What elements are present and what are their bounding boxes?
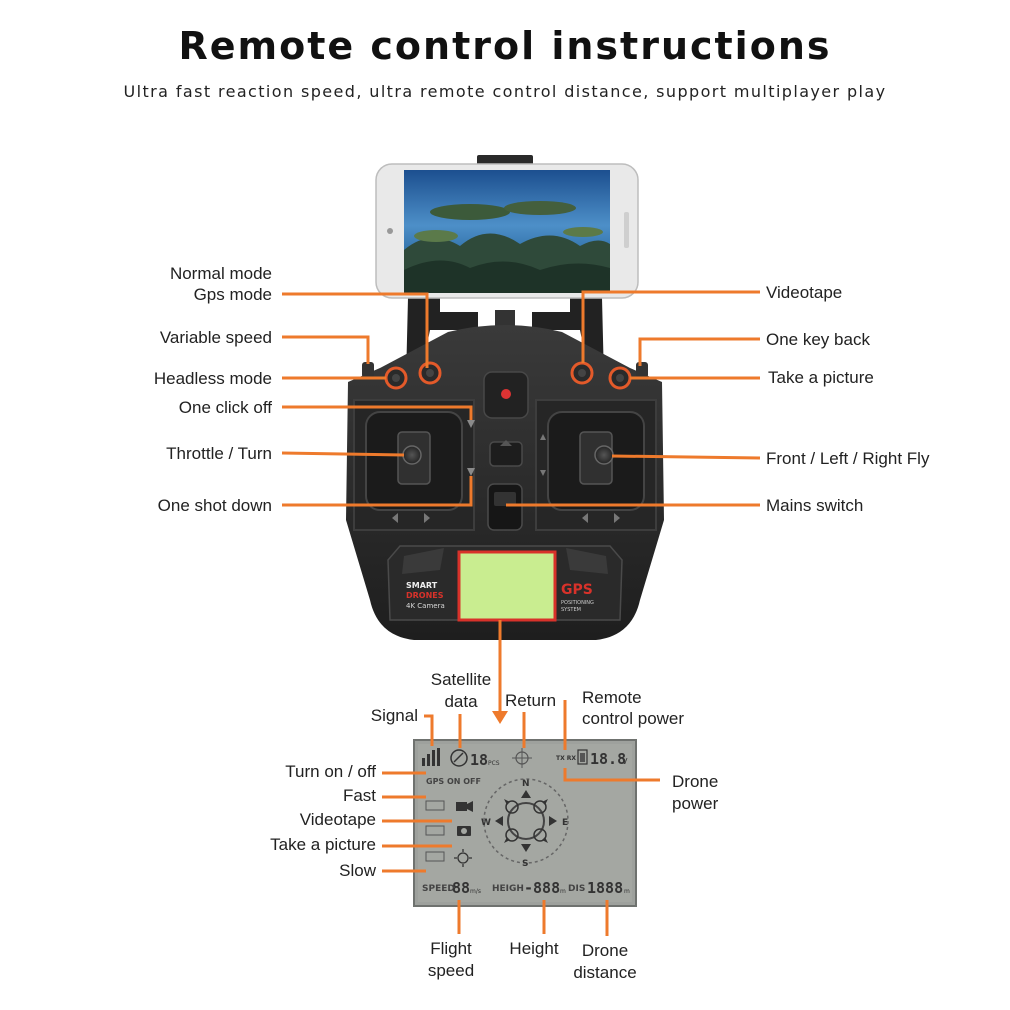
label-satellite-data-line2: data [444, 692, 478, 711]
label-lcd-videotape: Videotape [299, 810, 376, 829]
compass-west: W [481, 818, 491, 828]
label-drone-power-line1: Drone [672, 772, 719, 791]
label-satellite-data-line1: Satellite [430, 670, 492, 689]
label-height: Height [509, 939, 559, 958]
lcd-tx-rx: TX RX [556, 755, 576, 762]
brand-line-2: DRONES [406, 591, 444, 600]
page-subtitle: Ultra fast reaction speed, ultra remote … [123, 82, 887, 101]
label-slow: Slow [339, 861, 376, 880]
lcd-speed-label: SPEED [422, 884, 455, 894]
label-mains-switch: Mains switch [766, 496, 864, 515]
lcd-satellite-unit: PCS [488, 760, 500, 767]
smartphone [375, 163, 639, 299]
label-one-key-back: One key back [766, 330, 870, 349]
label-lcd-take-a-picture: Take a picture [270, 835, 376, 854]
gps-badge: GPS [561, 582, 593, 598]
label-variable-speed: Variable speed [159, 328, 272, 347]
label-take-a-picture: Take a picture [768, 368, 874, 387]
label-drone-distance-line1: Drone [581, 941, 629, 960]
label-flight-speed-line1: Flight [430, 939, 472, 958]
lcd-height-unit: m [560, 888, 566, 895]
label-remote-control-power-line1: Remote [582, 688, 642, 707]
gps-sub-1: POSITIONING [561, 600, 594, 606]
gps-sub-2: SYSTEM [561, 607, 581, 613]
lcd-dis-value: 1888 [587, 879, 623, 897]
lcd-gps-on-off: GPS ON OFF [426, 777, 481, 786]
lcd-voltage: 18.8 [590, 750, 626, 768]
label-flight-speed-line2: speed [427, 961, 475, 980]
lcd-voltage-unit: V [622, 757, 628, 766]
lcd-dis-label: DIS [568, 884, 585, 894]
compass-east: E [562, 818, 568, 828]
brand-line-3: 4K Camera [406, 602, 445, 610]
brand-line-1: SMART [406, 581, 438, 590]
lcd-panel [413, 739, 637, 907]
label-drone-power-line2: power [672, 794, 719, 813]
compass-south: S [522, 859, 528, 869]
label-signal: Signal [370, 706, 418, 725]
compass-north: N [522, 779, 530, 789]
lcd-height-value: -888 [524, 879, 560, 897]
label-remote-control-power-line2: control power [582, 709, 685, 728]
lcd-height-label: HEIGH [492, 884, 524, 894]
label-gps-mode: Gps mode [193, 285, 272, 304]
label-normal-mode: Normal mode [169, 264, 272, 283]
lcd-pointer-arrow [492, 620, 508, 724]
lcd-leader-lines [382, 700, 660, 936]
lcd-dis-unit: m [624, 888, 630, 895]
lcd-speed-value: 88 [452, 879, 470, 897]
label-front-left-right-fly: Front / Left / Right Fly [766, 449, 930, 468]
label-videotape: Videotape [766, 283, 843, 302]
label-turn-on-off: Turn on / off [285, 762, 376, 781]
label-headless-mode: Headless mode [153, 369, 272, 388]
controller-leader-lines [281, 290, 761, 507]
label-drone-distance-line2: distance [573, 963, 637, 982]
label-fast: Fast [342, 786, 376, 805]
remote-controller [346, 325, 664, 640]
page-title: Remote control instructions [178, 24, 832, 68]
label-one-click-off: One click off [178, 398, 272, 417]
lcd-speed-unit: m/s [470, 888, 481, 895]
lcd-satellite-count: 18 [470, 751, 488, 769]
label-one-shot-down: One shot down [157, 496, 272, 515]
label-return: Return [505, 691, 557, 710]
label-throttle-turn: Throttle / Turn [166, 444, 272, 463]
